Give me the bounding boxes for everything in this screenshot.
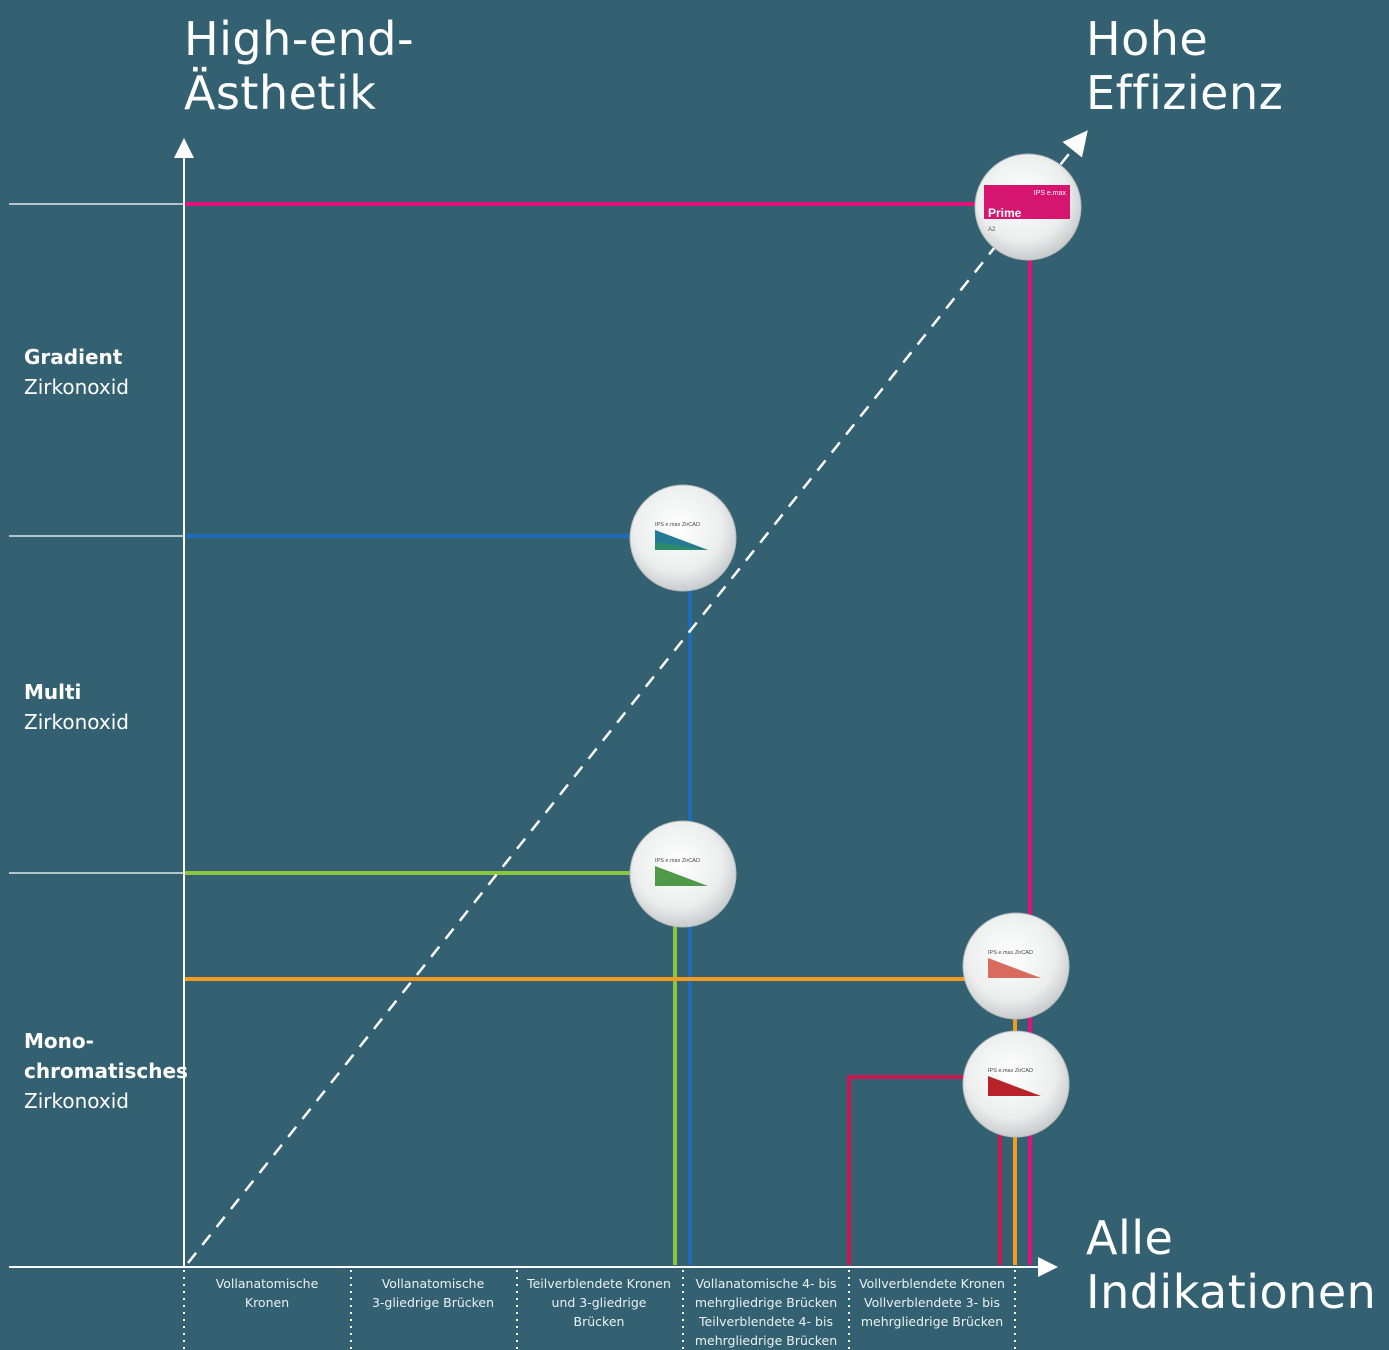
indication-label-2: Vollanatomische 3-gliedrige Brücken <box>353 1274 513 1312</box>
indication-label-3: Teilverblendete Kronen und 3-gliedrige B… <box>519 1274 679 1331</box>
axis-title-aesthetics-line2: Ästhetik <box>184 66 377 120</box>
product-disc-zircad-lt: IPS e.max ZirCAD <box>962 912 1070 1020</box>
indication-3-line2: und 3-gliedrige <box>551 1295 647 1310</box>
indication-1-line1: Vollanatomische <box>215 1276 319 1291</box>
indication-4-line2: mehrgliedrige Brücken <box>694 1295 838 1310</box>
product-disc-zircad-multi: IPS e.max ZirCAD <box>629 820 737 928</box>
indication-5-line2: Vollverblendete 3- bis <box>864 1295 1000 1310</box>
indication-5-line3: mehrgliedrige Brücken <box>860 1314 1004 1329</box>
column-separators <box>183 1270 1016 1349</box>
indication-1-line2: Kronen <box>244 1295 290 1310</box>
indication-4-line4: mehrgliedrige Brücken <box>694 1333 838 1348</box>
disc-multi-brand-text: IPS e.max ZirCAD <box>655 858 700 864</box>
category-gradient-subtitle: Zirkonoxid <box>24 375 129 399</box>
axis-title-indications: Alle Indikationen <box>1086 1211 1376 1319</box>
efficiency-diagonal <box>187 130 1088 1264</box>
category-multi-subtitle: Zirkonoxid <box>24 710 129 734</box>
category-mono-title-line2: chromatisches <box>24 1059 188 1083</box>
indication-3-line3: Brücken <box>573 1314 625 1329</box>
indication-label-4: Vollanatomische 4- bis mehrgliedrige Brü… <box>686 1274 846 1350</box>
line-crimson-mono <box>847 1075 1002 1265</box>
prime-brand-text: IPS e.max <box>1034 190 1067 197</box>
line-blue-gradient <box>184 534 692 1265</box>
axis-title-indications-line1: Alle <box>1086 1211 1174 1265</box>
product-disc-prime: IPS e.max Prime A2 <box>974 153 1082 261</box>
category-mono-title-line1: Mono- <box>24 1029 94 1053</box>
diagonal-title-efficiency-line1: Hohe <box>1086 12 1209 66</box>
indication-4-line1: Vollanatomische 4- bis <box>695 1276 837 1291</box>
diagonal-title-efficiency-line2: Effizienz <box>1086 66 1284 120</box>
indication-label-5: Vollverblendete Kronen Vollverblendete 3… <box>852 1274 1012 1331</box>
category-mono-subtitle: Zirkonoxid <box>24 1089 129 1113</box>
axis-title-aesthetics: High-end- Ästhetik <box>184 12 414 120</box>
category-gradient: Gradient Zirkonoxid <box>24 342 129 402</box>
indication-5-line1: Vollverblendete Kronen <box>859 1276 1005 1291</box>
line-green-multi <box>184 871 677 1265</box>
line-orange-mono <box>184 977 1017 1265</box>
prime-line-text: Prime <box>988 206 1022 220</box>
category-multi-title: Multi <box>24 680 82 704</box>
diagonal-title-efficiency: Hohe Effizienz <box>1086 12 1283 120</box>
axis-title-indications-line2: Indikationen <box>1086 1265 1377 1319</box>
prime-shade-text: A2 <box>988 227 996 233</box>
indication-4-line3: Teilverblendete 4- bis <box>699 1314 833 1329</box>
indication-label-1: Vollanatomische Kronen <box>187 1274 347 1312</box>
product-disc-zircad-gradient: IPS e.max ZirCAD <box>629 484 737 592</box>
indication-2-line2: 3-gliedrige Brücken <box>371 1295 495 1310</box>
disc-lt-brand-text: IPS e.max ZirCAD <box>988 950 1033 956</box>
disc-gradient-brand-text: IPS e.max ZirCAD <box>655 522 700 528</box>
axis-title-aesthetics-line1: High-end- <box>184 12 415 66</box>
category-gradient-title: Gradient <box>24 345 123 369</box>
indication-2-line1: Vollanatomische <box>381 1276 485 1291</box>
category-multi: Multi Zirkonoxid <box>24 677 129 737</box>
category-monochromatic: Mono- chromatisches Zirkonoxid <box>24 1026 188 1116</box>
indication-3-line1: Teilverblendete Kronen <box>527 1276 671 1291</box>
disc-mo-brand-text: IPS e.max ZirCAD <box>988 1068 1033 1074</box>
product-disc-zircad-mo: IPS e.max ZirCAD <box>962 1030 1070 1138</box>
